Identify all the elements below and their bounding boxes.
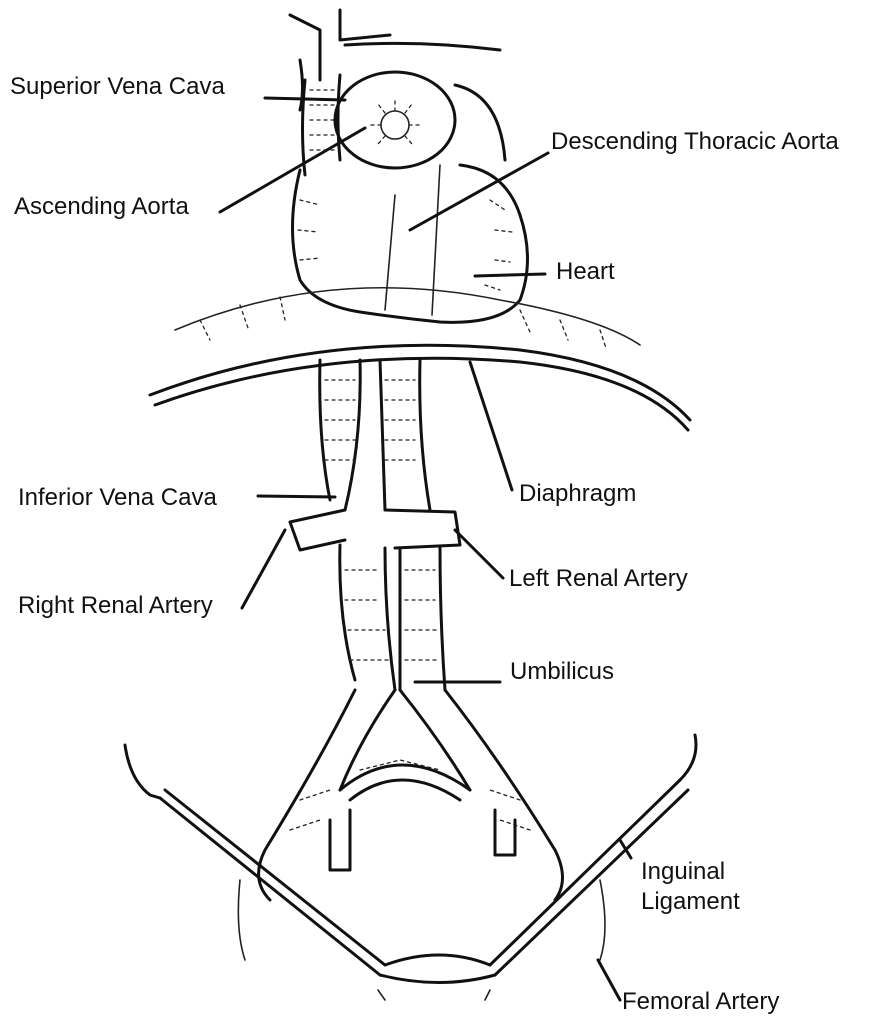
label-left-renal-artery: Left Renal Artery	[509, 565, 688, 593]
leader-superior-vena-cava	[265, 98, 345, 100]
label-femoral-artery: Femoral Artery	[622, 988, 779, 1016]
leader-descending-thoracic-aorta	[410, 153, 548, 230]
abdominal-vessels-shape	[290, 360, 460, 690]
leader-right-renal-artery	[242, 530, 285, 608]
label-right-renal-artery: Right Renal Artery	[18, 592, 213, 620]
label-inferior-vena-cava: Inferior Vena Cava	[18, 484, 217, 512]
leader-left-renal-artery	[455, 530, 503, 578]
label-umbilicus: Umbilicus	[510, 658, 614, 686]
label-superior-vena-cava: Superior Vena Cava	[10, 73, 225, 101]
leader-inferior-vena-cava	[258, 496, 335, 497]
leader-diaphragm	[470, 362, 512, 490]
label-ligament: Ligament	[641, 888, 740, 916]
leader-heart	[475, 274, 545, 276]
aortic-arch-shape	[335, 72, 505, 168]
leader-lines	[220, 98, 631, 1000]
pelvis-shape	[125, 735, 696, 1000]
leader-ascending-aorta	[220, 128, 365, 212]
iliac-bifurcation-shape	[259, 690, 563, 900]
neck-vessels	[290, 10, 500, 110]
label-heart: Heart	[556, 258, 615, 286]
label-diaphragm: Diaphragm	[519, 480, 636, 508]
label-descending-thoracic-aorta: Descending Thoracic Aorta	[551, 128, 839, 156]
leader-femoral-artery	[598, 960, 620, 1000]
label-ascending-aorta: Ascending Aorta	[14, 193, 189, 221]
label-inguinal: Inguinal	[641, 858, 725, 886]
